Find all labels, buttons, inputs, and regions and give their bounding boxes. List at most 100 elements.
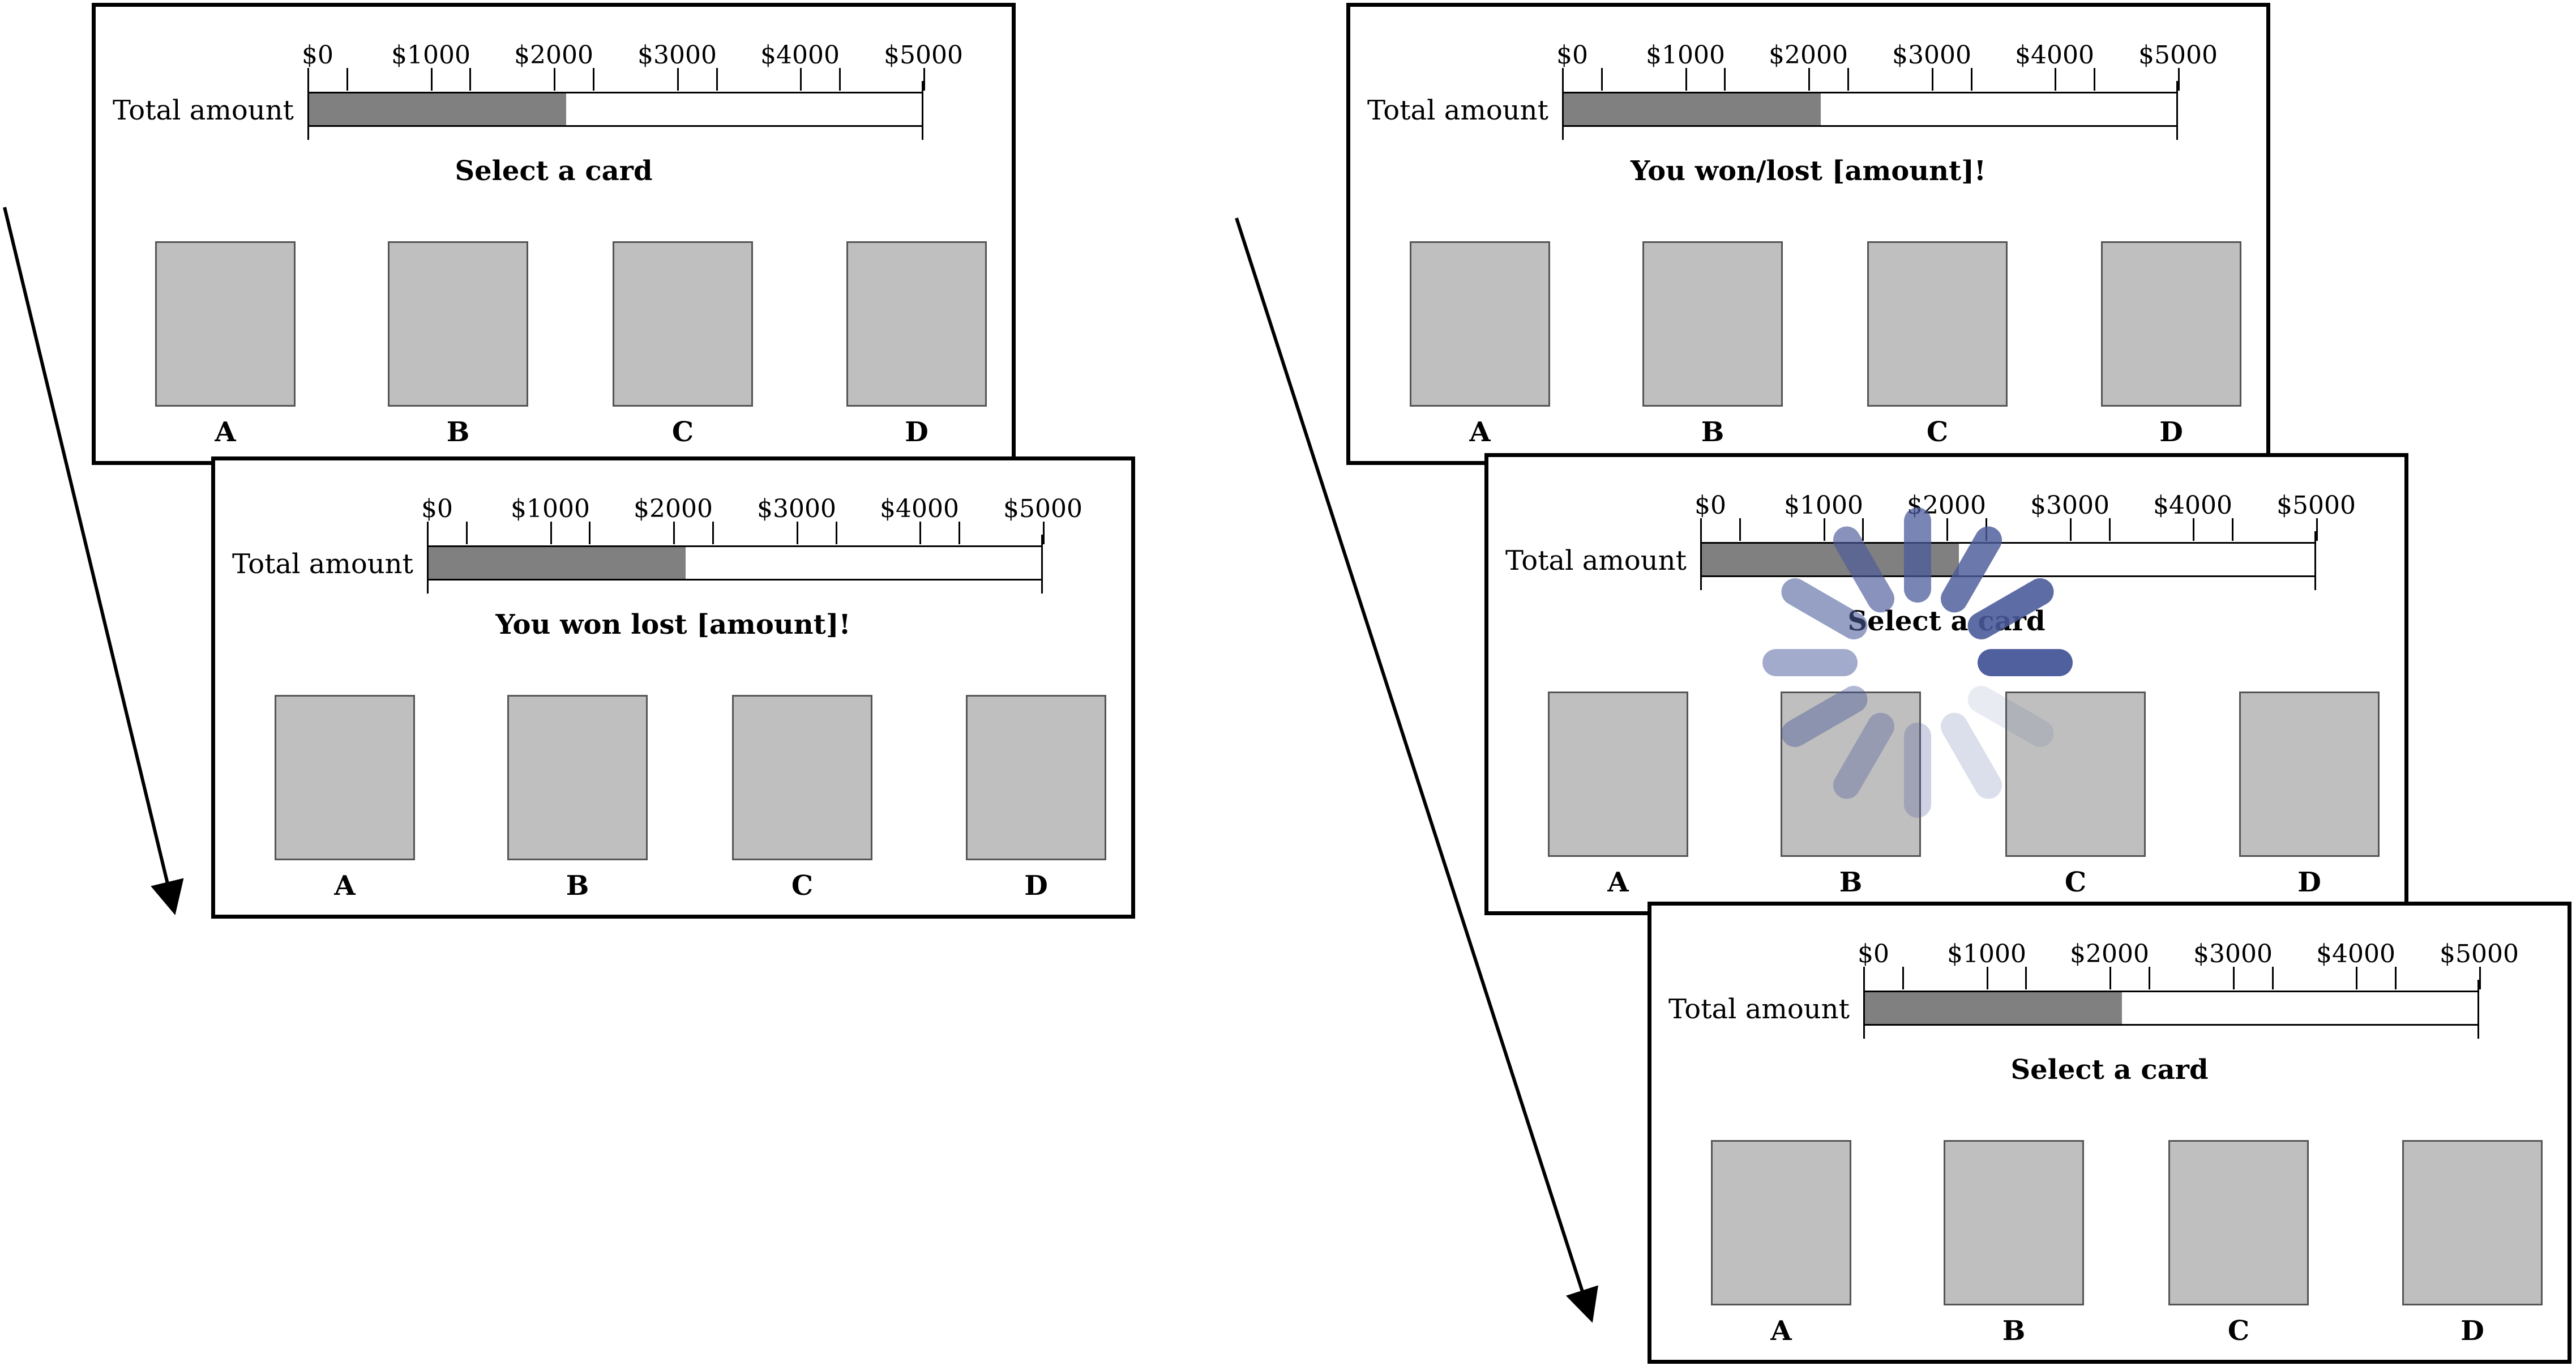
scale-tick [466,522,468,544]
scale-tick [2479,967,2481,989]
scale-tick [2193,518,2194,541]
bar-right-cap [2176,81,2178,140]
scale-tick-label: $3000 [757,494,836,523]
card-label: A [334,870,356,902]
card-a[interactable] [155,241,296,407]
scale-tick-label: $1000 [1784,491,1863,520]
scale-tick [919,522,921,544]
card-label: B [1701,416,1725,448]
card-label: D [2297,867,2321,898]
amount-scale: $0$1000$2000$3000$4000$5000 [1694,491,2356,541]
scale-tick-label: $2000 [2070,940,2149,968]
scale-tick [589,522,590,544]
scale-tick [427,522,429,544]
scale-tick [1986,518,1987,541]
card-b[interactable] [1781,692,1921,857]
scale-tick-label: $4000 [2153,491,2232,520]
card-a[interactable] [1711,1140,1851,1305]
card-label: D [1024,870,1048,902]
scale-tick [346,68,348,91]
bar-right-cap [2477,980,2479,1039]
bar-right-cap [2314,531,2316,590]
card-d[interactable] [966,695,1106,860]
total-amount-label: Total amount [1668,993,1850,1025]
amount-scale: $0$1000$2000$3000$4000$5000 [421,494,1082,544]
amount-scale: $0$1000$2000$3000$4000$5000 [302,41,963,91]
total-amount-bar-fill [1564,93,1821,125]
scale-tick-label: $1000 [511,494,590,523]
bar-left-cap [1863,980,1865,1039]
scale-tick-label: $5000 [2138,41,2218,70]
total-amount-bar [1562,81,2178,140]
scale-tick [673,522,675,544]
card-d[interactable] [2402,1140,2543,1305]
scale-tick-label: $0 [421,494,453,523]
card-label: B [1839,867,1863,898]
card-label: C [791,870,814,902]
scale-tick [2094,68,2095,91]
screen-prompt: You won lost [amount]! [495,609,851,641]
card-a[interactable] [1410,241,1550,407]
card-b[interactable] [1944,1140,2084,1305]
scale-tick [712,522,714,544]
scale-tick-label: $4000 [2015,41,2094,70]
card-label: D [2461,1315,2484,1347]
scale-tick [2178,68,2180,91]
card-c[interactable] [732,695,872,860]
scale-tick [839,68,841,91]
card-a[interactable] [1548,692,1688,857]
scale-tick [923,68,925,91]
scale-tick-label: $0 [1694,491,1726,520]
total-amount-bar-fill [309,93,567,125]
scale-tick [797,522,798,544]
total-amount-bar [427,535,1043,594]
total-amount-bar-fill [1865,992,2123,1024]
scale-tick [1808,68,1810,91]
card-d[interactable] [2239,692,2380,857]
card-b[interactable] [388,241,528,407]
bar-left-cap [307,81,309,140]
scale-tick-label: $5000 [2277,491,2356,520]
scale-tick-label: $3000 [2193,940,2273,968]
card-c[interactable] [613,241,753,407]
scale-tick [1987,967,1988,989]
card-c[interactable] [1867,241,2008,407]
total-amount-bar-fill [429,547,686,579]
card-label: A [215,416,236,448]
card-label: C [671,416,694,448]
scale-tick [1562,68,1564,91]
card-label: D [905,416,928,448]
scale-tick-label: $0 [1556,41,1588,70]
screen-prompt: You won/lost [amount]! [1630,155,1986,187]
total-amount-label: Total amount [113,95,294,126]
card-b[interactable] [507,695,648,860]
scale-tick [836,522,837,544]
card-a[interactable] [275,695,415,860]
card-label: B [446,416,470,448]
card-c[interactable] [2168,1140,2309,1305]
card-d[interactable] [846,241,987,407]
scale-tick [2272,967,2274,989]
card-b[interactable] [1642,241,1783,407]
screen-prompt: Select a card [455,155,653,187]
card-d[interactable] [2101,241,2241,407]
scale-tick [1932,68,1933,91]
scale-tick-label: $4000 [880,494,959,523]
bar-right-cap [922,81,923,140]
scale-tick [2232,518,2233,541]
scale-tick [1824,518,1825,541]
amount-scale: $0$1000$2000$3000$4000$5000 [1858,940,2519,989]
scale-tick [716,68,718,91]
scale-tick [1847,68,1849,91]
scale-tick-label: $5000 [2440,940,2519,968]
card-c[interactable] [2005,692,2146,857]
scale-tick [2316,518,2318,541]
scale-tick-label: $2000 [1907,491,1986,520]
total-amount-label: Total amount [1367,95,1548,126]
scale-tick [2109,518,2111,541]
scale-tick-label: $1000 [391,41,470,70]
card-label: C [2227,1315,2250,1347]
card-label: A [1770,1315,1792,1347]
